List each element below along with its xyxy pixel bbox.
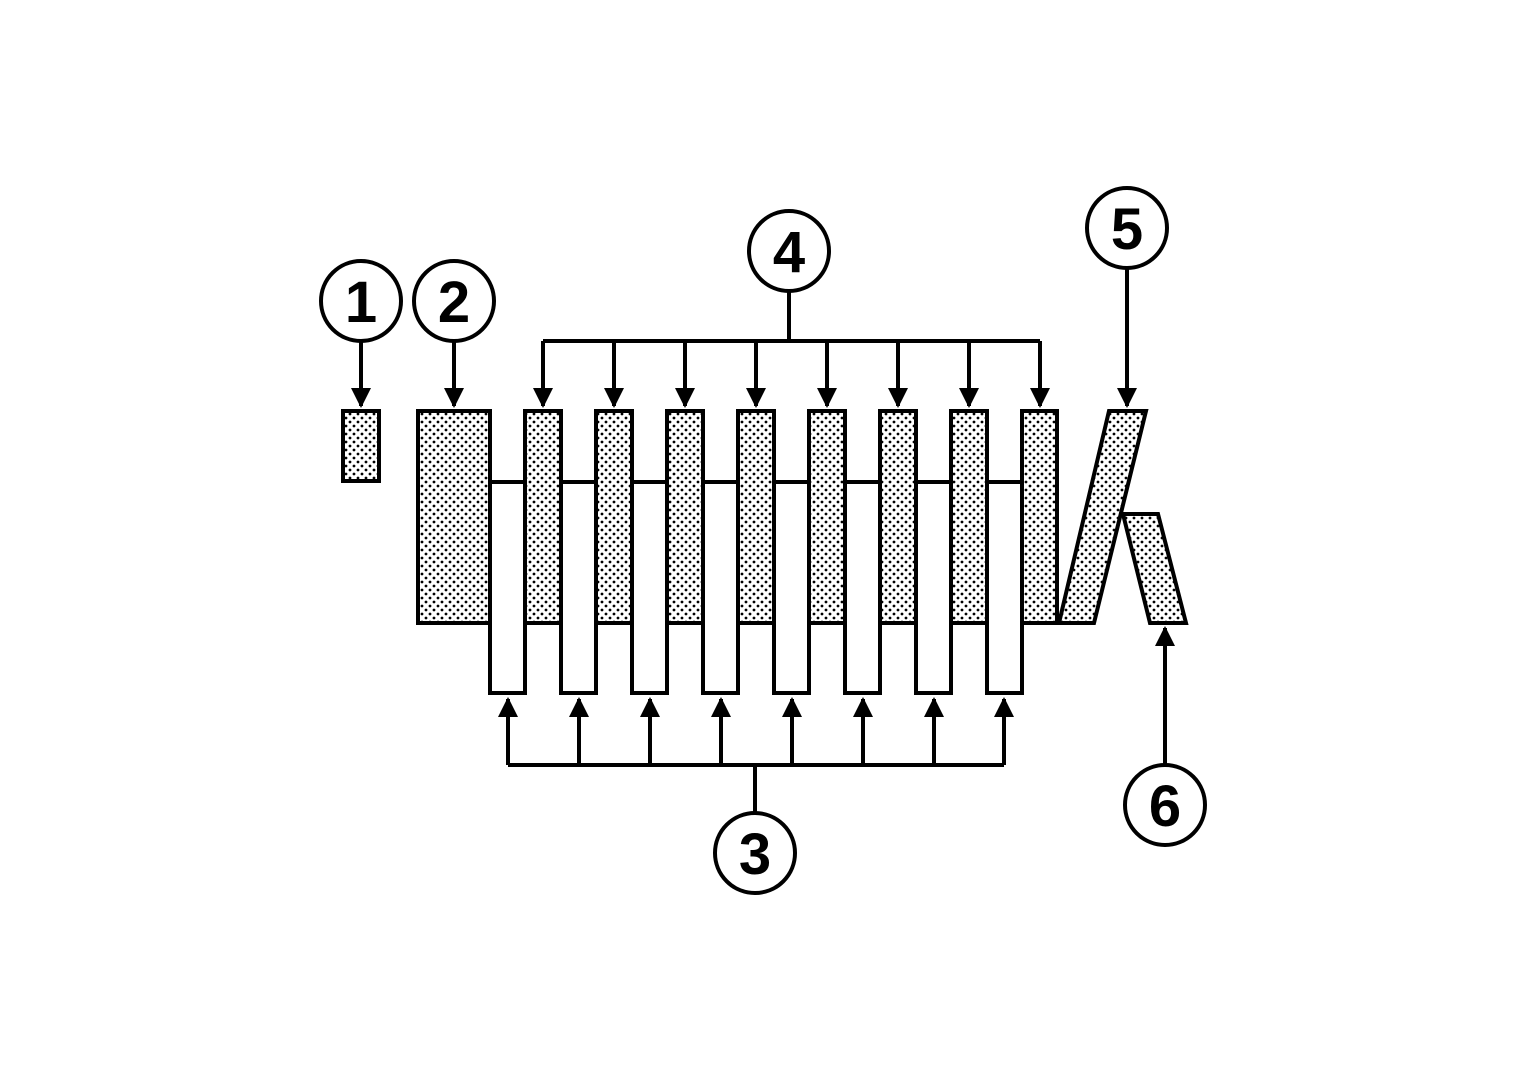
single-plate bbox=[341, 409, 381, 483]
dotted-plate bbox=[594, 409, 634, 625]
callout-2-label: 2 bbox=[438, 270, 470, 335]
callout-5: 5 bbox=[1085, 186, 1169, 270]
leader-bracket-4 bbox=[533, 290, 1050, 408]
white-plate bbox=[630, 480, 669, 695]
white-plate bbox=[488, 480, 527, 695]
angled-plate-small bbox=[1120, 512, 1189, 625]
callout-1-label: 1 bbox=[345, 270, 377, 335]
white-plate bbox=[772, 480, 811, 695]
white-plate bbox=[914, 480, 953, 695]
callout-4-label: 4 bbox=[773, 220, 805, 285]
callout-2: 2 bbox=[412, 259, 496, 343]
dotted-plate bbox=[1020, 409, 1059, 625]
white-plate-group bbox=[488, 480, 1024, 695]
dotted-plate bbox=[523, 409, 563, 625]
callout-1: 1 bbox=[319, 259, 403, 343]
dotted-plate bbox=[665, 409, 705, 625]
callout-3-label: 3 bbox=[739, 822, 771, 887]
callout-6: 6 bbox=[1123, 763, 1207, 847]
end-plate bbox=[416, 409, 492, 625]
leader-bracket-3 bbox=[498, 697, 1014, 813]
angled-plate-large bbox=[1056, 409, 1149, 625]
dotted-plate bbox=[807, 409, 847, 625]
white-plate bbox=[701, 480, 740, 695]
callout-6-label: 6 bbox=[1149, 774, 1181, 839]
callout-5-label: 5 bbox=[1111, 197, 1143, 262]
dotted-plate-group bbox=[523, 409, 1059, 625]
callout-3: 3 bbox=[713, 811, 797, 895]
white-plate bbox=[843, 480, 882, 695]
callout-4: 4 bbox=[747, 209, 831, 293]
white-plate bbox=[985, 480, 1024, 695]
dotted-plate bbox=[736, 409, 776, 625]
dotted-plate bbox=[878, 409, 918, 625]
white-plate bbox=[559, 480, 598, 695]
dotted-plate bbox=[949, 409, 989, 625]
